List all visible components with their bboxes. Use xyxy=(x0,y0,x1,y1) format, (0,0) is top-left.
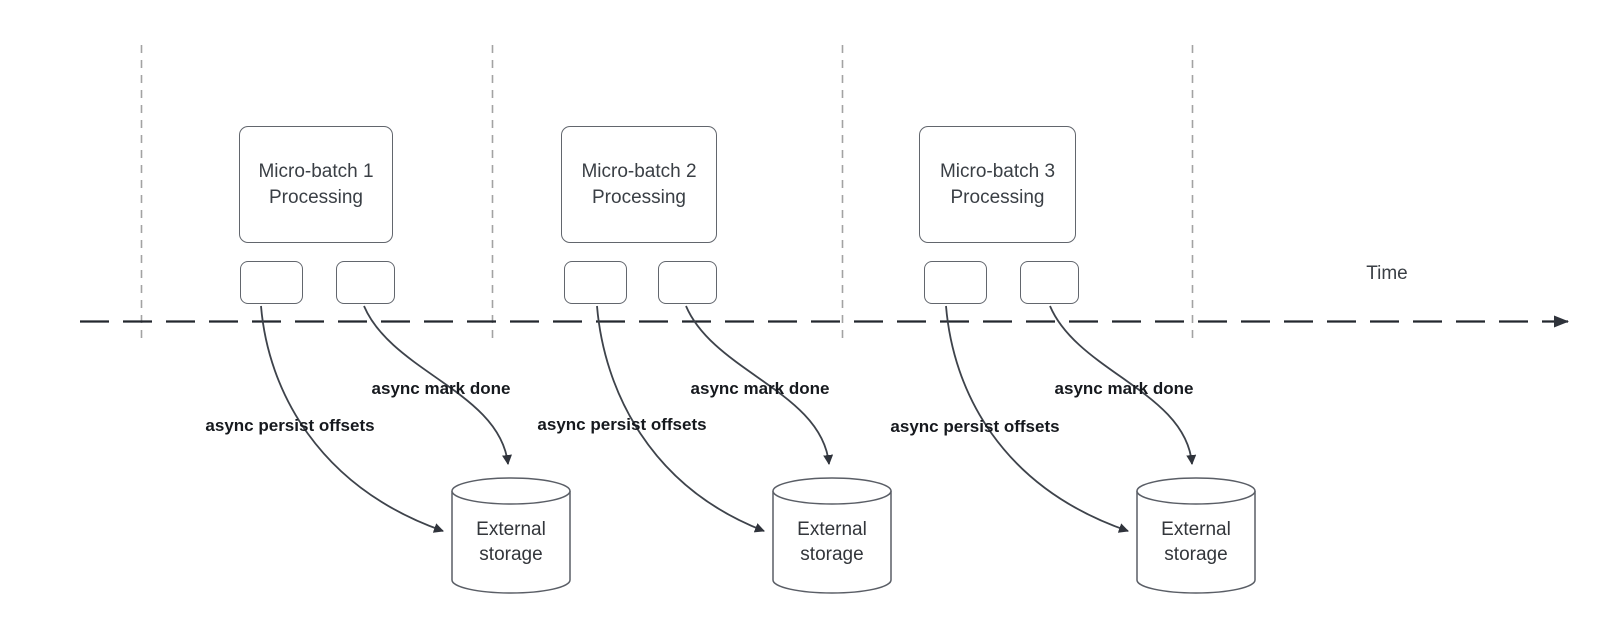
external-storage-cylinder-2 xyxy=(772,477,892,594)
microbatch-3-markdone-task-box xyxy=(1020,261,1079,304)
mark-done-arrow-2 xyxy=(685,305,834,465)
persist-offsets-label-3: async persist offsets xyxy=(890,417,1060,436)
mark-done-label-2: async mark done xyxy=(690,379,830,398)
external-storage-label-1: External storage xyxy=(476,517,546,567)
microbatch-1-persist-task-box xyxy=(240,261,303,304)
persist-offsets-label-2: async persist offsets xyxy=(537,415,707,434)
external-storage-cylinder-3 xyxy=(1136,477,1256,594)
mark-done-label-3: async mark done xyxy=(1054,379,1194,398)
persist-offsets-arrow-2 xyxy=(596,305,765,533)
microbatch-1-processing-box: Micro-batch 1 Processing xyxy=(239,126,393,243)
external-storage-cylinder-1 xyxy=(451,477,571,594)
microbatch-3-persist-task-box xyxy=(924,261,987,304)
microbatch-3-title-line1: Micro-batch 3 xyxy=(939,160,1056,182)
external-storage-label-2-line1: External xyxy=(797,519,867,540)
microbatch-3-title-line2: Processing xyxy=(950,186,1045,208)
microbatch-2-processing-box: Micro-batch 2 Processing xyxy=(561,126,717,243)
external-storage-label-2: External storage xyxy=(797,517,867,567)
external-storage-label-3: External storage xyxy=(1161,517,1231,567)
mark-done-arrow-1 xyxy=(363,305,512,465)
microbatch-2-persist-task-box xyxy=(564,261,627,304)
microbatch-2-markdone-task-box xyxy=(658,261,717,304)
microbatch-1-title-line1: Micro-batch 1 xyxy=(258,160,374,182)
microbatch-2-title-line2: Processing xyxy=(592,186,686,208)
mark-done-arrow-3 xyxy=(1049,305,1197,465)
microbatch-2-title-line1: Micro-batch 2 xyxy=(581,160,697,182)
persist-offsets-arrow-3 xyxy=(945,305,1129,533)
persist-offsets-arrow-1 xyxy=(260,305,444,533)
microbatch-1-markdone-task-box xyxy=(336,261,395,304)
external-storage-label-1-line2: storage xyxy=(479,544,543,565)
microbatch-1-title-line2: Processing xyxy=(269,186,363,208)
time-axis-label: Time xyxy=(1366,263,1408,284)
external-storage-label-2-line2: storage xyxy=(800,544,864,565)
microbatch-3-processing-box: Micro-batch 3 Processing xyxy=(919,126,1076,243)
mark-done-label-1: async mark done xyxy=(371,379,511,398)
external-storage-label-1-line1: External xyxy=(476,519,546,540)
external-storage-label-3-line1: External xyxy=(1161,519,1231,540)
persist-offsets-label-1: async persist offsets xyxy=(205,416,375,435)
external-storage-label-3-line2: storage xyxy=(1164,544,1228,565)
